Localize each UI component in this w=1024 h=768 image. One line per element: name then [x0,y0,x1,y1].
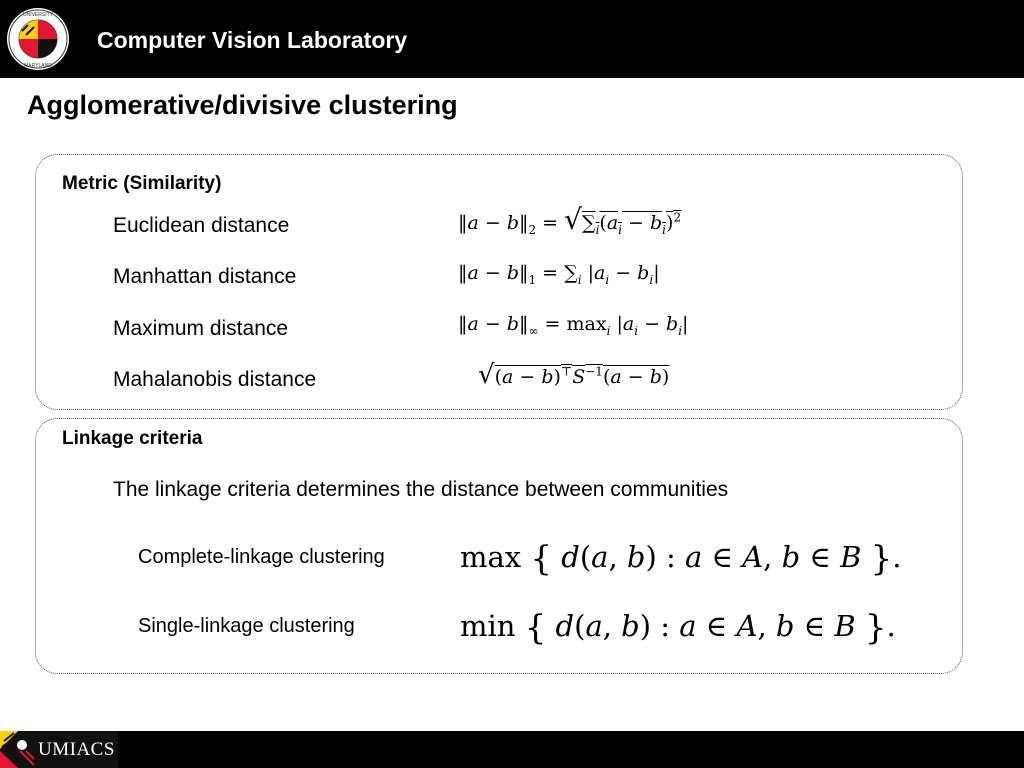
maryland-flag-icon [0,731,36,768]
metric-heading: Metric (Similarity) [62,173,222,194]
euclidean-formula: ‖a − b‖2 = √∑i(ai − bi)2 [458,203,682,237]
header-bar: UNIVERSITY MARYLAND Computer Vision Labo… [0,0,1024,78]
single-linkage-formula: min { d(a, b) : a ∈ A, b ∈ B }. [460,608,896,648]
mahalanobis-formula: √(a − b)⊤S−1(a − b) [478,360,670,390]
linkage-description: The linkage criteria determines the dist… [113,478,729,501]
manhattan-label: Manhattan distance [113,265,297,288]
linkage-heading: Linkage criteria [62,428,203,449]
maximum-label: Maximum distance [113,317,289,340]
svg-text:UNIVERSITY: UNIVERSITY [23,12,54,18]
euclidean-label: Euclidean distance [113,214,290,237]
header-title: Computer Vision Laboratory [97,27,408,53]
svg-text:MARYLAND: MARYLAND [24,63,52,69]
footer-org: UMIACS [38,739,115,760]
complete-linkage-label: Complete-linkage clustering [138,546,385,568]
footer-bar: UMIACS [0,731,1024,768]
manhattan-formula: ‖a − b‖1 = ∑i |ai − bi| [458,262,660,287]
complete-linkage-formula: max { d(a, b) : a ∈ A, b ∈ B }. [460,539,902,579]
maximum-formula: ‖a − b‖∞ = maxi |ai − bi| [458,313,689,338]
page-title: Agglomerative/divisive clustering [27,90,458,120]
mahalanobis-label: Mahalanobis distance [113,368,317,391]
single-linkage-label: Single-linkage clustering [138,615,355,637]
university-seal-icon: UNIVERSITY MARYLAND [7,8,69,70]
linkage-panel [35,418,963,674]
metric-panel [35,154,963,410]
umiacs-logo: UMIACS [0,731,118,768]
